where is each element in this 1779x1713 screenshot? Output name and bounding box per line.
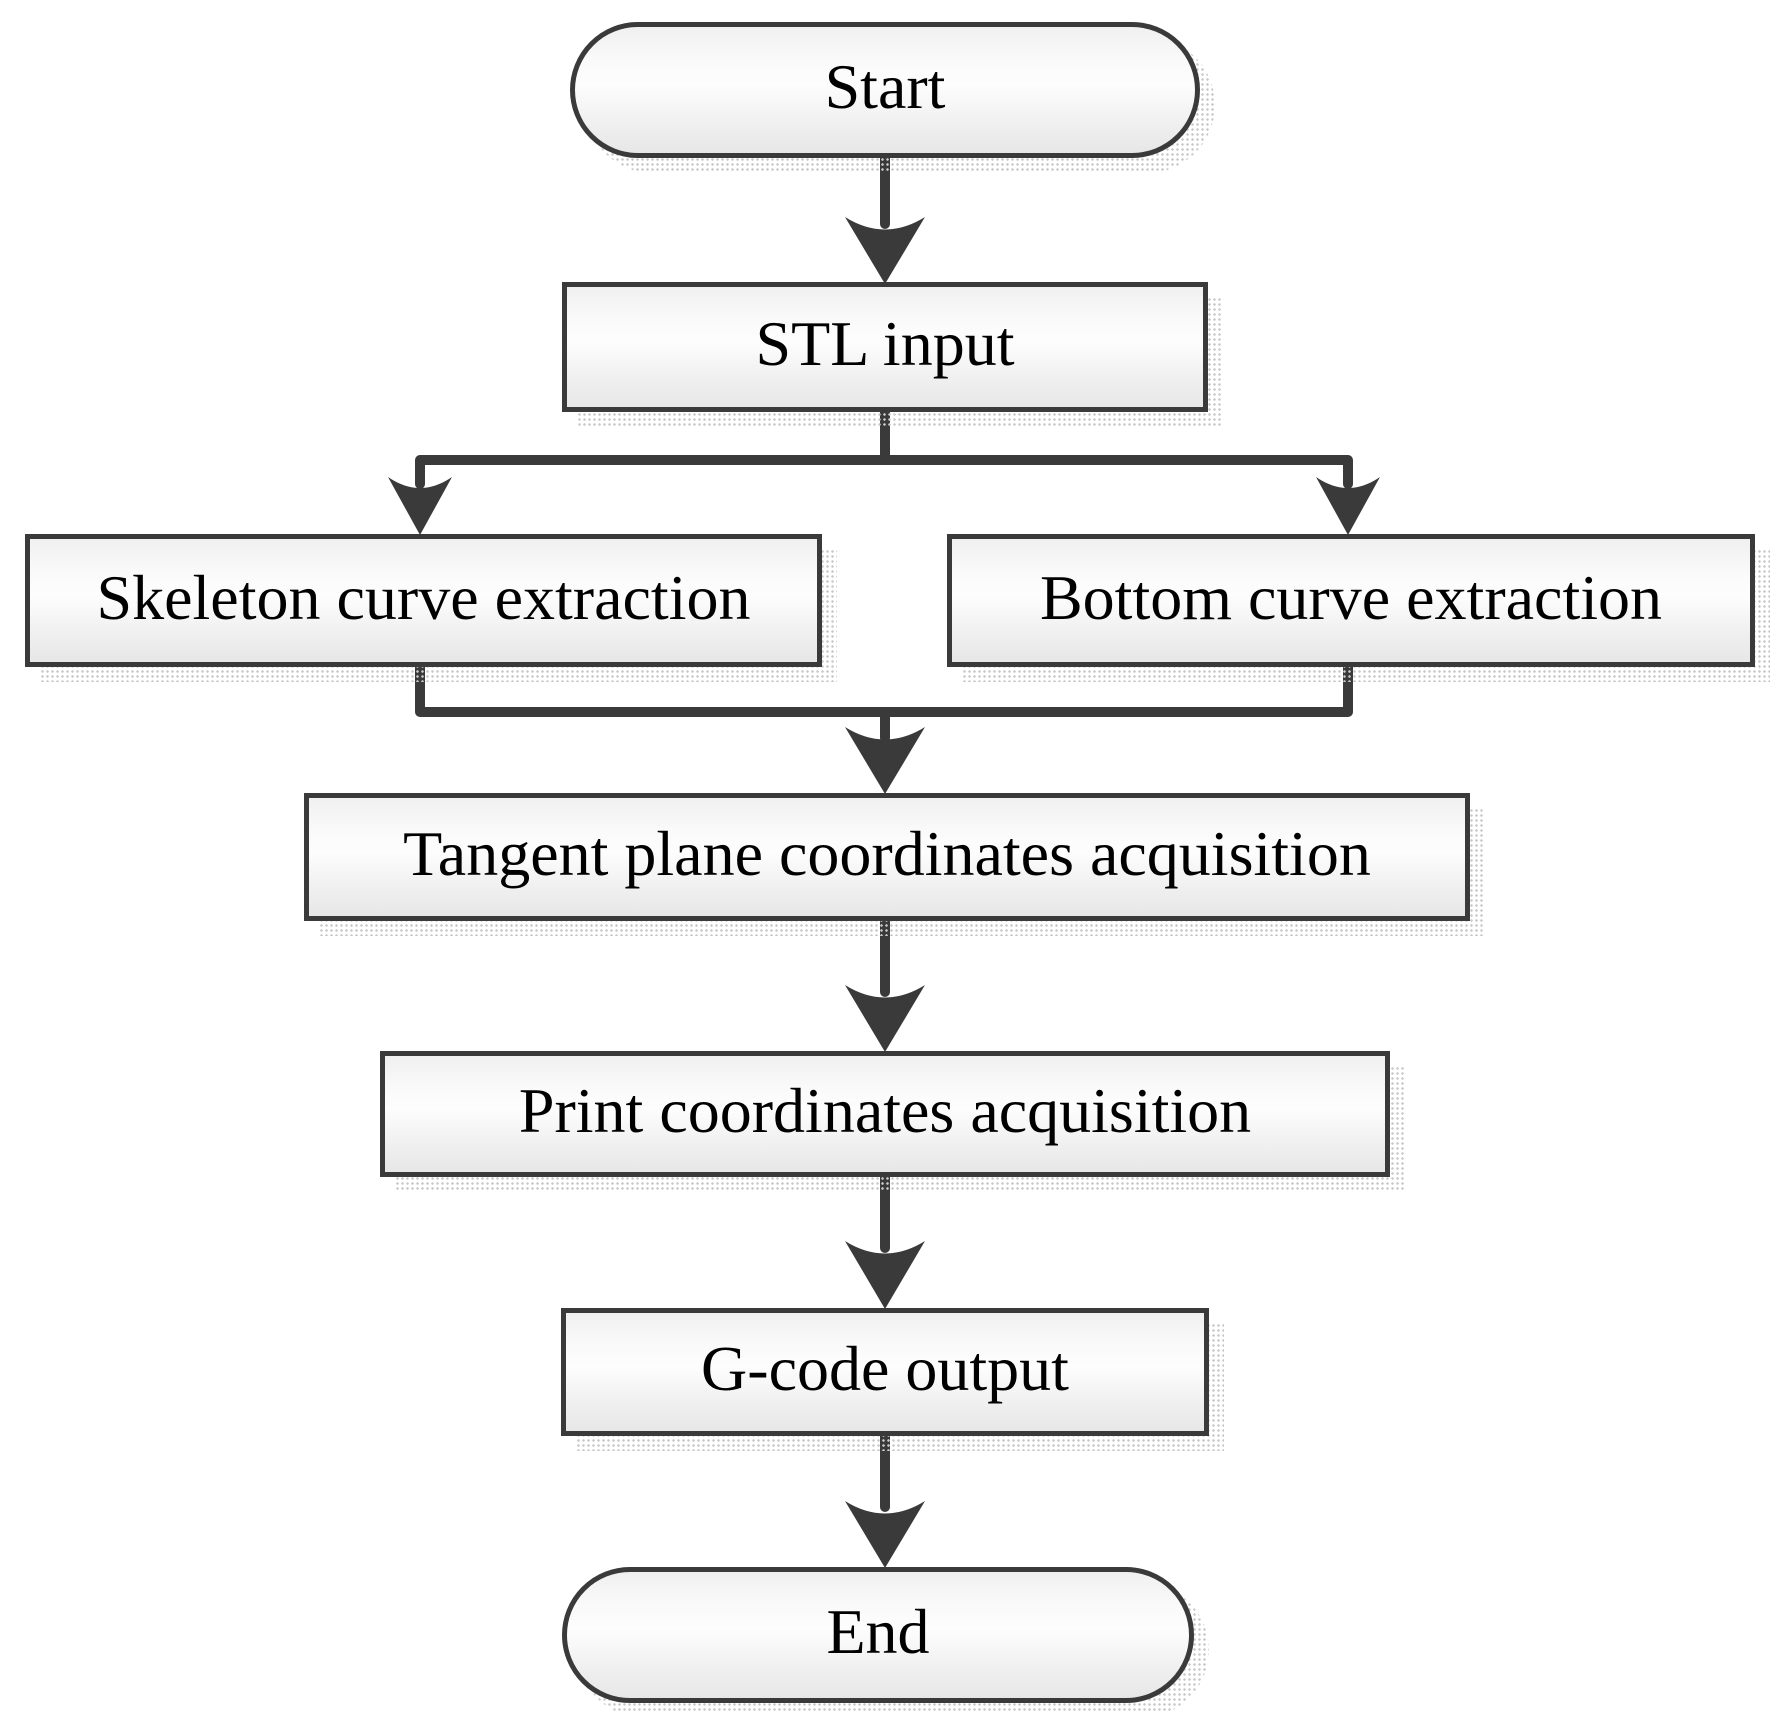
node-label-stl-input: STL input <box>755 308 1015 379</box>
node-body: Print coordinates acquisition <box>380 1051 1390 1177</box>
node-label-bottom-curve-extraction: Bottom curve extraction <box>1039 561 1663 633</box>
arrowhead-to-bottom <box>1316 477 1380 535</box>
flowchart-node-print-coordinates: Print coordinates acquisition <box>380 1051 1405 1192</box>
flowchart-node-tangent-plane-coordinates: Tangent plane coordinates acquisition <box>304 793 1485 936</box>
node-label-tangent-plane-coordinates: Tangent plane coordinates acquisition <box>403 818 1371 889</box>
arrowhead-to-end <box>845 1501 925 1568</box>
flowchart-node-skeleton-curve-extraction: Skeleton curve extraction <box>25 534 837 682</box>
flowchart-node-end: End <box>562 1567 1209 1713</box>
node-body: Bottom curve extraction <box>947 534 1755 667</box>
node-body: STL input <box>562 282 1208 412</box>
node-label-gcode-output: G-code output <box>701 1333 1069 1404</box>
flowchart-node-bottom-curve-extraction: Bottom curve extraction <box>947 534 1770 682</box>
arrowhead-to-skeleton <box>388 477 452 535</box>
arrowhead-to-tangent <box>845 727 925 794</box>
edge-branch-split <box>415 455 1353 489</box>
node-label-end: End <box>826 1596 930 1667</box>
node-body: Tangent plane coordinates acquisition <box>304 793 1470 921</box>
node-label-start: Start <box>824 51 946 122</box>
node-body: G-code output <box>561 1308 1209 1436</box>
arrowhead-to-stl <box>845 217 925 284</box>
flowchart-node-start: Start <box>570 22 1215 173</box>
node-label-print-coordinates: Print coordinates acquisition <box>518 1075 1252 1146</box>
node-label-skeleton-curve-extraction: Skeleton curve extraction <box>96 561 751 633</box>
flowchart-node-gcode-output: G-code output <box>561 1308 1224 1451</box>
arrowhead-to-gcode <box>845 1241 925 1309</box>
node-body: Start <box>570 22 1200 158</box>
node-body: End <box>562 1567 1194 1703</box>
flowchart-node-stl-input: STL input <box>562 282 1223 427</box>
node-body: Skeleton curve extraction <box>25 534 822 667</box>
arrowhead-to-print <box>845 985 925 1052</box>
